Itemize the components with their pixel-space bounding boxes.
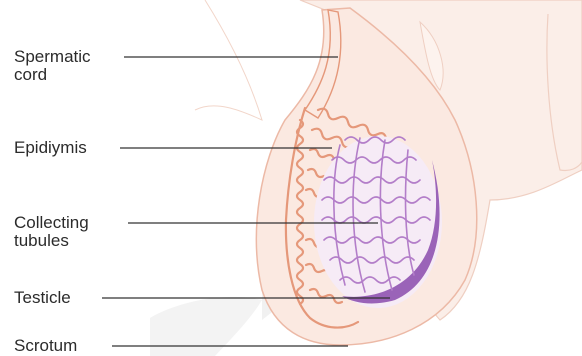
label-spermatic-cord-line-2: cord xyxy=(14,66,91,84)
label-spermatic-cord-line-1: Spermatic xyxy=(14,48,91,66)
label-collecting-tubules: Collecting tubules xyxy=(14,214,89,250)
label-scrotum: Scrotum xyxy=(14,337,77,355)
label-spermatic-cord: Spermatic cord xyxy=(14,48,91,84)
label-testicle: Testicle xyxy=(14,289,71,307)
label-epididymis: Epidiymis xyxy=(14,139,87,157)
label-collecting-tubules-line-1: Collecting xyxy=(14,214,89,232)
left-contour xyxy=(195,0,262,120)
watermark-shape xyxy=(150,297,262,356)
label-collecting-tubules-line-2: tubules xyxy=(14,232,89,250)
